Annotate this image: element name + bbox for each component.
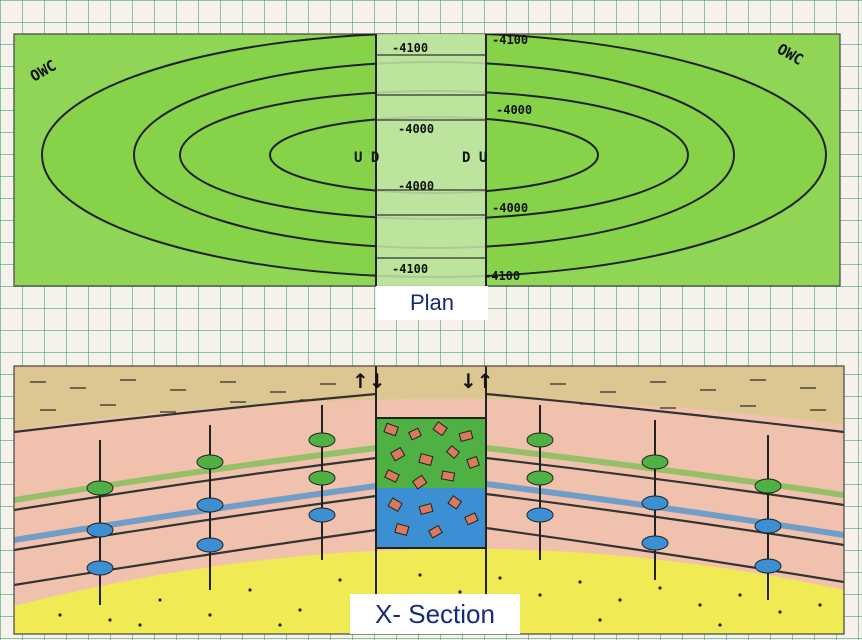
fault-arrow-left-icon: ↑↓	[352, 369, 386, 393]
contour-label: -4100	[392, 41, 428, 55]
contour-label: -4100	[392, 262, 428, 276]
section-frame	[13, 365, 845, 635]
fault-throw-label-right: D U	[462, 150, 487, 166]
cross-section-caption: X- Section	[350, 594, 520, 634]
fault-block-contours	[376, 54, 486, 259]
well-markers	[86, 432, 782, 576]
basement-dots	[58, 573, 822, 627]
contour-label: -4000	[398, 122, 434, 136]
fault-throw-label-left: U D	[354, 150, 379, 166]
contour-label: -4100	[484, 269, 520, 283]
contour-label: -4000	[492, 201, 528, 215]
fault-arrow-right-icon: ↓↑	[460, 369, 494, 393]
bedding-lines	[14, 392, 844, 587]
yellow-basement	[14, 548, 844, 634]
cross-section-view: ↑↓ ↓↑	[13, 365, 845, 635]
contour-label: -4000	[496, 103, 532, 117]
plan-view: -4100 -4100 -4000 -4000 -4000 -4000 -410…	[13, 33, 841, 287]
contour-label: -4000	[398, 179, 434, 193]
fault-block	[376, 34, 486, 286]
plan-caption: Plan	[376, 286, 488, 320]
fault-block-clasts	[383, 421, 481, 539]
contour-label: -4100	[492, 33, 528, 47]
sand-dashes	[30, 379, 826, 413]
